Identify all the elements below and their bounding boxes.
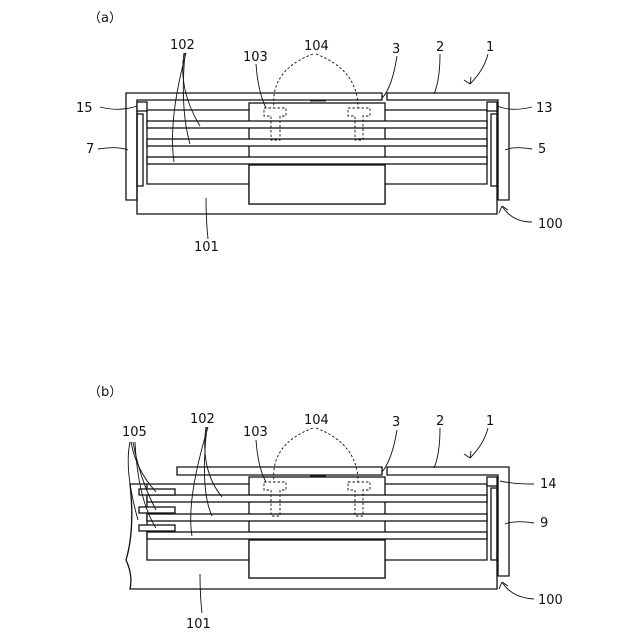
ref-5: 5 — [538, 142, 546, 157]
ref-104-a: 104 — [304, 39, 329, 54]
plate-102-top-b — [147, 495, 487, 502]
side-member-5 — [491, 114, 497, 186]
column-103-lower-a — [249, 165, 385, 204]
ref-100-b: 100 — [538, 593, 563, 608]
ref-101-b: 101 — [186, 617, 211, 632]
ref-15: 15 — [76, 101, 93, 116]
block-14 — [487, 477, 497, 486]
side-member-7 — [137, 114, 143, 186]
ref-7: 7 — [86, 142, 94, 157]
block-13 — [487, 102, 497, 111]
plate-102-bot-b — [147, 532, 487, 539]
ref-14: 14 — [540, 477, 557, 492]
panel-a-label: （a） — [88, 11, 122, 26]
ref-101-a: 101 — [194, 240, 219, 255]
plate-102-mid-a — [147, 139, 487, 146]
tab-105-1 — [139, 489, 175, 495]
ref-105: 105 — [122, 425, 147, 440]
ref-103-b: 103 — [243, 425, 268, 440]
ref-3-b: 3 — [392, 415, 400, 430]
ref-102-b: 102 — [190, 412, 215, 427]
tab-105-3 — [139, 525, 175, 531]
plate-102-mid-b — [147, 514, 487, 521]
ref-2-b: 2 — [436, 414, 444, 429]
ref-102-a: 102 — [170, 38, 195, 53]
panel-a: （a） — [76, 11, 563, 255]
plate-102-bot-a — [147, 157, 487, 164]
ref-2-a: 2 — [436, 40, 444, 55]
ref-9: 9 — [540, 516, 548, 531]
tab-105-2 — [139, 507, 175, 513]
panel-b: （b） — [88, 385, 563, 632]
ref-100-a: 100 — [538, 217, 563, 232]
panel-b-label: （b） — [88, 385, 122, 400]
ref-3-a: 3 — [392, 42, 400, 57]
block-15 — [137, 102, 147, 111]
column-103-lower-b — [249, 540, 385, 578]
side-member-9 — [491, 488, 497, 560]
ref-13: 13 — [536, 101, 553, 116]
ref-103-a: 103 — [243, 50, 268, 65]
ref-1-b: 1 — [486, 414, 494, 429]
ref-104-b: 104 — [304, 413, 329, 428]
ref-1-a: 1 — [486, 40, 494, 55]
